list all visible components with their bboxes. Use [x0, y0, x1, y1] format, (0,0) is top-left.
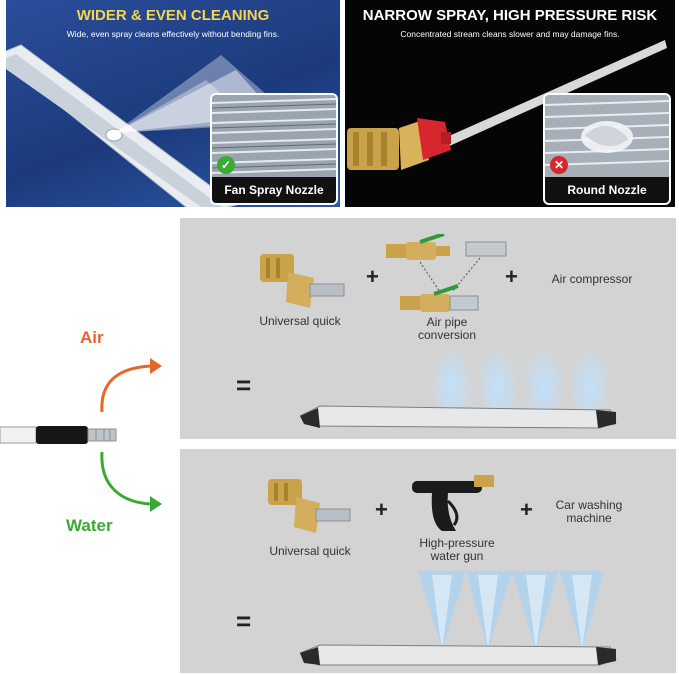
check-icon: ✓ [217, 156, 235, 174]
air-conversion-label: Air pipe conversion [417, 315, 477, 342]
water-equals: = [236, 606, 252, 636]
air-plus-2: + [505, 264, 518, 289]
water-quick-connector-icon [268, 479, 351, 533]
water-plus-2: + [520, 497, 533, 522]
water-gun-label: High-pressure water gun [419, 536, 495, 563]
right-panel-subtitle: Concentrated stream cleans slower and ma… [400, 29, 620, 39]
water-setup-row: Universal quick + High-pressure water gu… [180, 449, 676, 673]
right-panel-title: NARROW SPRAY, HIGH PRESSURE RISK [362, 7, 658, 24]
water-machine-label: Car washing machine [555, 498, 623, 525]
round-nozzle-label: Round Nozzle [545, 177, 669, 203]
water-output-wand [300, 571, 617, 666]
air-compressor-label: Air compressor [551, 272, 633, 286]
water-label: Water [66, 516, 113, 535]
water-universal-label: Universal quick [269, 544, 351, 558]
left-panel-subtitle: Wide, even spray cleans effectively with… [66, 29, 280, 39]
fan-spray-panel: WIDER & EVEN CLEANING Wide, even spray c… [6, 0, 340, 207]
ball-valve-icon [386, 234, 507, 312]
fan-nozzle-label: Fan Spray Nozzle [212, 177, 336, 203]
air-equals: = [236, 370, 252, 400]
air-universal-label: Universal quick [259, 314, 341, 328]
quick-connector-icon [260, 254, 345, 308]
damaged-fins-image [545, 95, 669, 177]
air-setup-row: Universal quick + Air pipe conversion + … [180, 218, 676, 439]
water-gun-icon [412, 475, 494, 531]
wand-and-arrows [0, 358, 162, 512]
round-nozzle-panel: NARROW SPRAY, HIGH PRESSURE RISK Concent… [345, 0, 675, 207]
air-output-wand [300, 338, 617, 429]
radiator-fins-image [212, 95, 336, 177]
air-label: Air [80, 328, 104, 347]
water-plus-1: + [375, 497, 388, 522]
air-plus-1: + [366, 264, 379, 289]
round-nozzle-inset: ✕ Round Nozzle [543, 93, 671, 205]
cross-icon: ✕ [550, 156, 568, 174]
fan-nozzle-inset: ✓ Fan Spray Nozzle [210, 93, 338, 205]
arrow-curve-icon [100, 364, 151, 413]
left-panel-title: WIDER & EVEN CLEANING [76, 7, 270, 24]
